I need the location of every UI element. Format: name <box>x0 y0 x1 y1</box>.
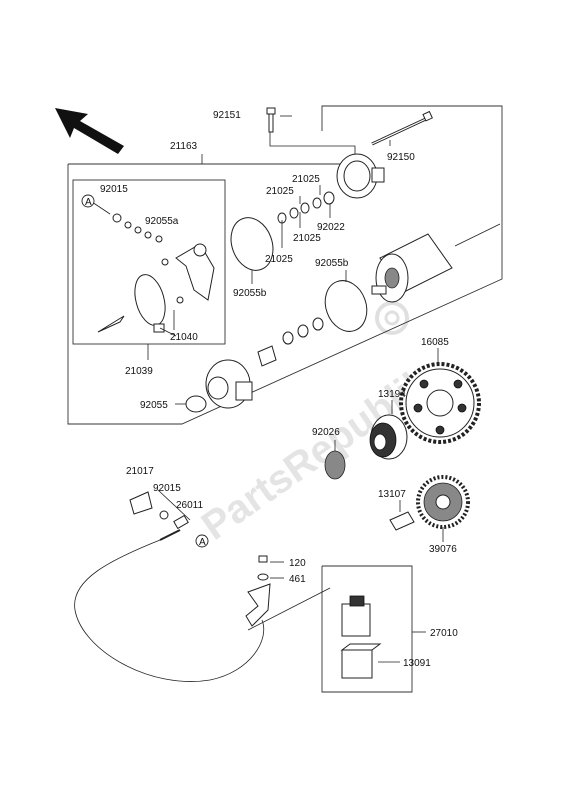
brush-holder-parts <box>97 213 215 333</box>
label-21025-a: 21025 <box>292 174 320 185</box>
label-92055: 92055 <box>140 400 168 411</box>
label-92015-upper: 92015 <box>100 184 128 195</box>
shaft-13107 <box>389 511 415 531</box>
svg-text:A: A <box>85 197 92 208</box>
watermark-gear-icon <box>375 301 409 335</box>
mid-washers <box>257 317 324 367</box>
svg-text:A: A <box>199 537 206 548</box>
label-92150: 92150 <box>387 152 415 163</box>
o-ring-92055b-right <box>324 280 368 332</box>
front-cover <box>205 359 253 409</box>
label-21039: 21039 <box>125 366 153 377</box>
label-39076: 39076 <box>429 544 457 555</box>
label-120: 120 <box>289 558 306 569</box>
label-16085: 16085 <box>421 337 449 348</box>
label-92151: 92151 <box>213 110 241 121</box>
washer-92026 <box>324 450 346 480</box>
label-21025-d: 21025 <box>265 254 293 265</box>
o-ring-92055b-left <box>230 217 274 271</box>
leader-lines <box>147 140 444 663</box>
label-26011: 26011 <box>176 500 204 511</box>
label-92015-lower: 92015 <box>153 483 181 494</box>
label-461: 461 <box>289 574 306 585</box>
bolt-92151 <box>266 107 276 133</box>
label-13194: 13194 <box>378 389 406 400</box>
relay-parts <box>340 595 382 679</box>
brush-holder-box <box>72 179 226 345</box>
label-21163: 21163 <box>170 141 198 152</box>
label-27010: 27010 <box>430 628 458 639</box>
label-21025-c: 21025 <box>293 233 321 244</box>
assembly-outline <box>67 105 503 425</box>
label-92055a: 92055a <box>145 216 179 227</box>
one-way-clutch-13194 <box>369 414 408 460</box>
label-92022: 92022 <box>317 222 345 233</box>
idle-gear-39076 <box>416 475 470 529</box>
o-ring-92055 <box>185 395 207 413</box>
marker-a-upper: A <box>81 194 95 208</box>
label-92026: 92026 <box>312 427 340 438</box>
end-cover <box>336 153 385 199</box>
relay-box <box>321 565 413 693</box>
label-13107: 13107 <box>378 489 406 500</box>
label-21025-b: 21025 <box>266 186 294 197</box>
front-arrow-icon <box>55 108 124 154</box>
starter-cable-parts <box>74 491 271 682</box>
starter-motor-body <box>371 223 501 303</box>
label-92055b-left: 92055b <box>233 288 267 299</box>
label-92055b-right: 92055b <box>315 258 349 269</box>
label-21017: 21017 <box>126 466 154 477</box>
washer-stack <box>277 191 335 224</box>
through-bolt-92150 <box>371 110 433 146</box>
label-21040: 21040 <box>170 332 198 343</box>
starter-clutch-gear-16085 <box>399 362 481 444</box>
label-13091: 13091 <box>403 658 431 669</box>
marker-a-lower: A <box>195 534 209 548</box>
